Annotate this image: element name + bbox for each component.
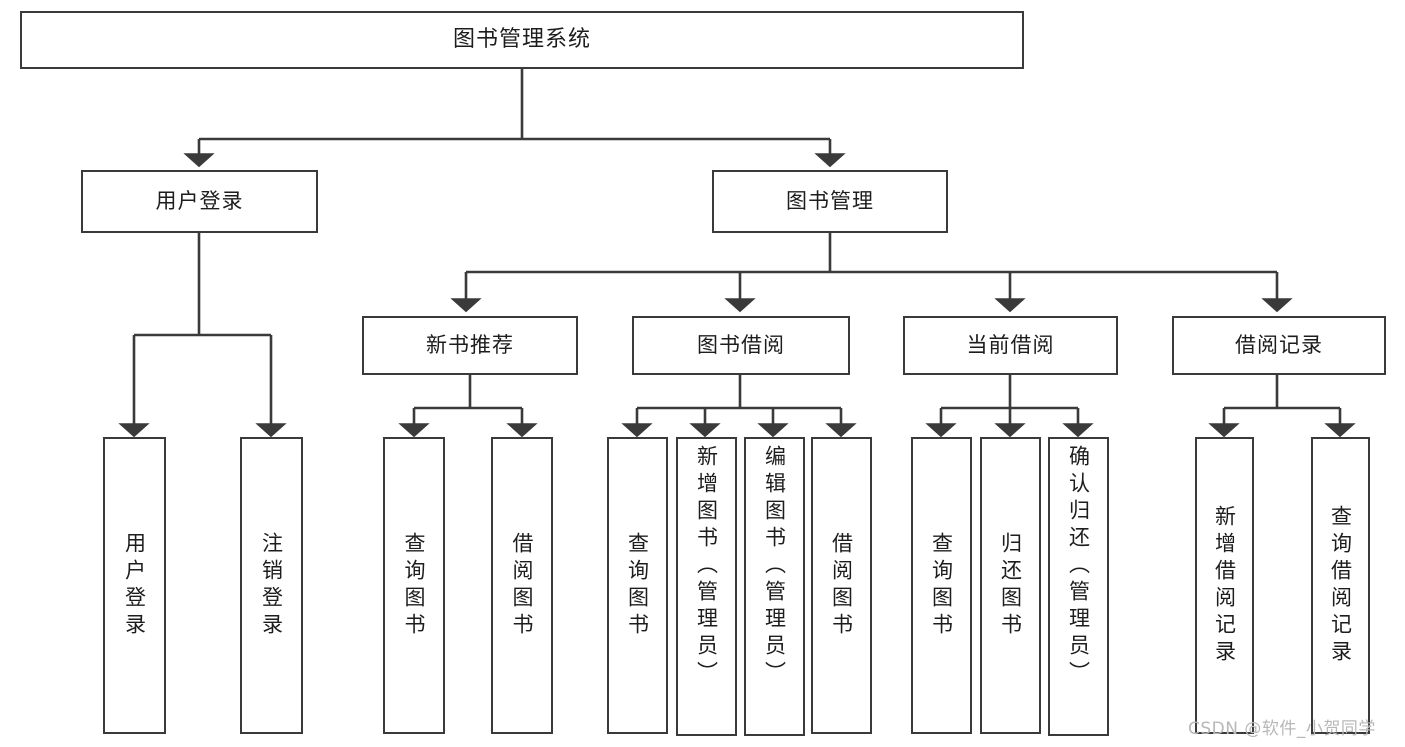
leaf-book-borrow-borrow-book[interactable]: 借阅图书 (811, 437, 872, 734)
leaf-label: 新增借阅记录 (1212, 504, 1237, 667)
leaf-user-login-logout[interactable]: 注销登录 (240, 437, 303, 734)
node-user-login[interactable]: 用户登录 (81, 170, 318, 233)
leaf-label: 查询图书 (929, 531, 954, 640)
leaf-new-book-borrow-book[interactable]: 借阅图书 (491, 437, 553, 734)
node-label: 图书借阅 (697, 333, 785, 358)
node-new-book-recommendation[interactable]: 新书推荐 (362, 316, 578, 375)
leaf-label: 注销登录 (259, 531, 284, 640)
node-label: 借阅记录 (1235, 333, 1323, 358)
node-book-borrow[interactable]: 图书借阅 (632, 316, 850, 375)
node-root-book-management-system[interactable]: 图书管理系统 (20, 11, 1024, 69)
leaf-label: 借阅图书 (829, 531, 854, 640)
node-label: 当前借阅 (966, 333, 1055, 358)
leaf-label: 确认归还（管理员） (1066, 445, 1091, 688)
leaf-book-borrow-add-book-admin[interactable]: 新增图书（管理员） (676, 437, 737, 736)
leaf-new-book-query-book[interactable]: 查询图书 (383, 437, 445, 734)
node-label: 图书管理系统 (452, 27, 591, 53)
leaf-label: 编辑图书（管理员） (762, 445, 787, 688)
node-label: 新书推荐 (426, 333, 514, 358)
leaf-borrow-record-query-record[interactable]: 查询借阅记录 (1311, 437, 1370, 734)
leaf-current-borrow-confirm-return-admin[interactable]: 确认归还（管理员） (1048, 437, 1109, 736)
leaf-current-borrow-return-book[interactable]: 归还图书 (980, 437, 1041, 734)
leaf-label: 查询图书 (402, 531, 427, 640)
node-label: 图书管理 (786, 189, 874, 214)
leaf-label: 借阅图书 (510, 531, 535, 640)
leaf-user-login-login[interactable]: 用户登录 (103, 437, 166, 734)
node-borrow-record[interactable]: 借阅记录 (1172, 316, 1386, 375)
leaf-book-borrow-query-book[interactable]: 查询图书 (607, 437, 668, 734)
leaf-label: 新增图书（管理员） (694, 445, 719, 688)
node-book-management[interactable]: 图书管理 (712, 170, 948, 233)
leaf-book-borrow-edit-book-admin[interactable]: 编辑图书（管理员） (744, 437, 805, 736)
watermark: CSDN @软件_小贺同学 (1188, 719, 1376, 739)
leaf-label: 查询借阅记录 (1328, 504, 1353, 667)
leaf-label: 查询图书 (625, 531, 650, 640)
leaf-label: 用户登录 (122, 531, 147, 640)
leaf-label: 归还图书 (998, 531, 1023, 640)
leaf-borrow-record-add-record[interactable]: 新增借阅记录 (1195, 437, 1254, 734)
leaf-current-borrow-query-book[interactable]: 查询图书 (911, 437, 972, 734)
node-label: 用户登录 (155, 189, 244, 214)
node-current-borrow[interactable]: 当前借阅 (903, 316, 1118, 375)
